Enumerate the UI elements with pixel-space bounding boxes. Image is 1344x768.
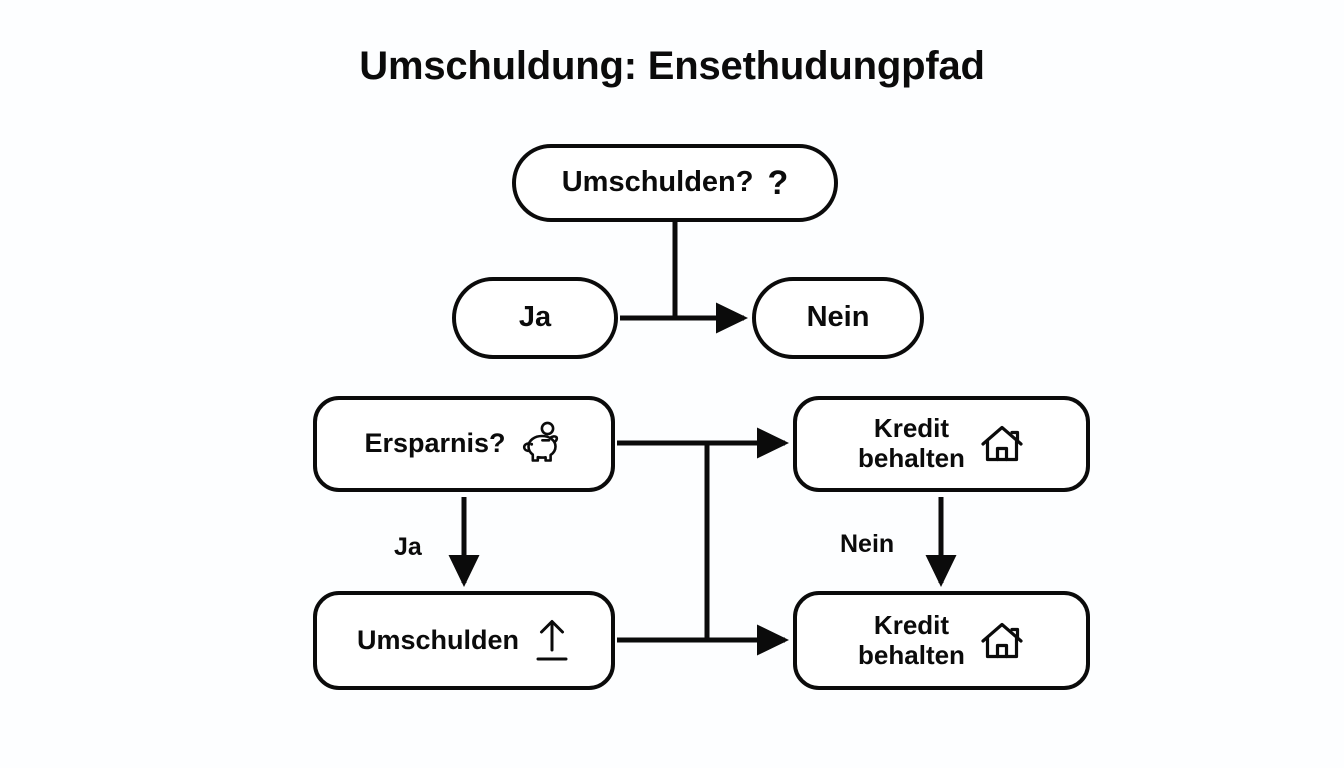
edge-label-nein: Nein [840, 530, 895, 558]
node-label: Ja [518, 301, 552, 334]
node-label: Ersparnis? [364, 428, 506, 459]
house-icon [979, 619, 1025, 663]
node-ja[interactable]: Ja [452, 277, 618, 359]
node-label: Kredit behalten [858, 413, 965, 473]
node-kredit-behalten-1[interactable]: Kredit behalten [793, 396, 1090, 492]
node-label: Kredit behalten [858, 609, 965, 670]
node-nein[interactable]: Nein [752, 277, 924, 359]
node-umschulden-question[interactable]: Umschulden? ? [512, 144, 838, 222]
upload-arrow-icon [533, 617, 571, 665]
node-label: Umschulden? [561, 166, 754, 199]
edge-label-ja: Ja [394, 533, 422, 561]
node-ersparnis[interactable]: Ersparnis? [313, 396, 615, 492]
piggy-bank-icon [520, 421, 564, 467]
house-icon [979, 422, 1025, 466]
page-title: Umschuldung: Ensethudungpfad [359, 44, 985, 88]
question-mark-icon: ? [767, 164, 789, 202]
node-label: Umschulden [356, 624, 520, 655]
node-kredit-behalten-2[interactable]: Kredit behalten [793, 591, 1090, 690]
node-label: Nein [806, 301, 870, 334]
node-umschulden[interactable]: Umschulden [313, 591, 615, 690]
